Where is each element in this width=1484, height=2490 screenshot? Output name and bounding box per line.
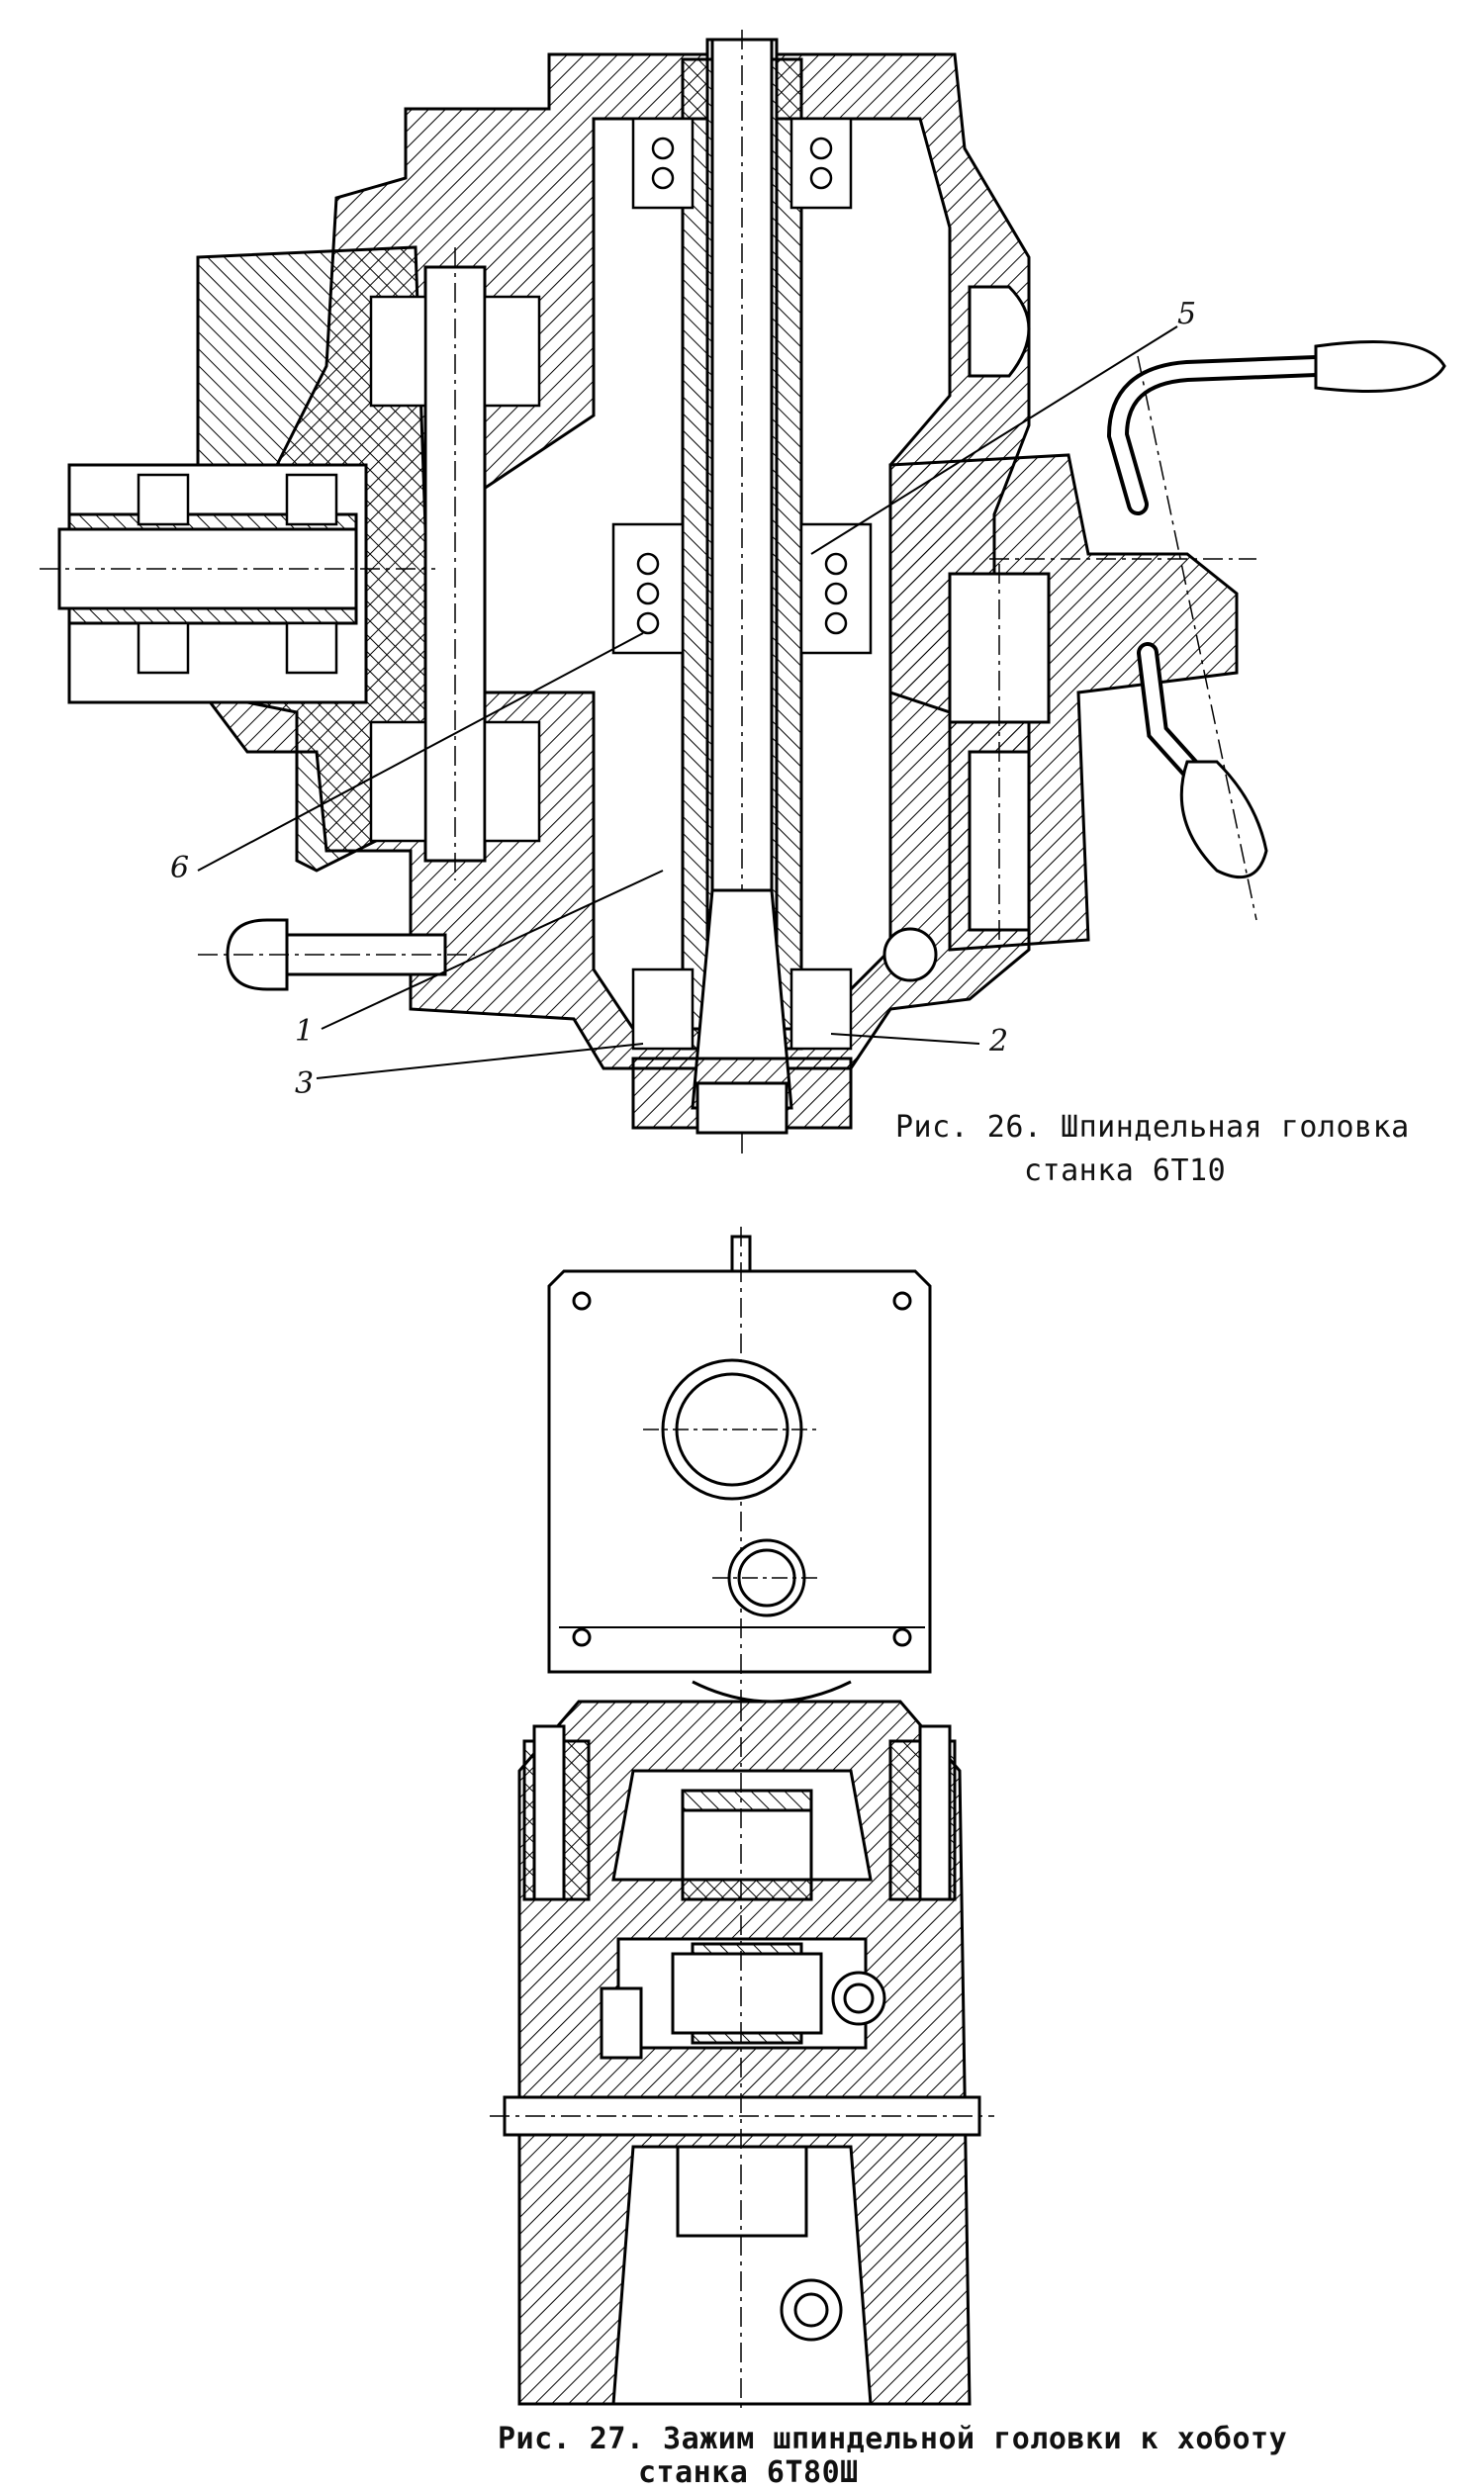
figure-27-caption-line1: Рис. 27. Зажим шпиндельной головки к хоб…	[498, 2422, 1288, 2456]
figure-26-caption-line1: Рис. 26. Шпиндельная головка	[895, 1110, 1410, 1145]
figure-26-caption-line2: станка 6Т10	[1024, 1153, 1227, 1188]
callout-3: 3	[295, 1066, 315, 1101]
figure-26-drawing	[40, 30, 1446, 1157]
callout-1: 1	[295, 1014, 315, 1049]
callout-2: 2	[989, 1024, 1009, 1059]
figure-27-drawing	[490, 1227, 994, 2414]
callout-5: 5	[1177, 297, 1197, 331]
callout-6: 6	[170, 851, 190, 885]
figure-27-caption-line2: станка 6Т80Ш	[638, 2455, 859, 2490]
